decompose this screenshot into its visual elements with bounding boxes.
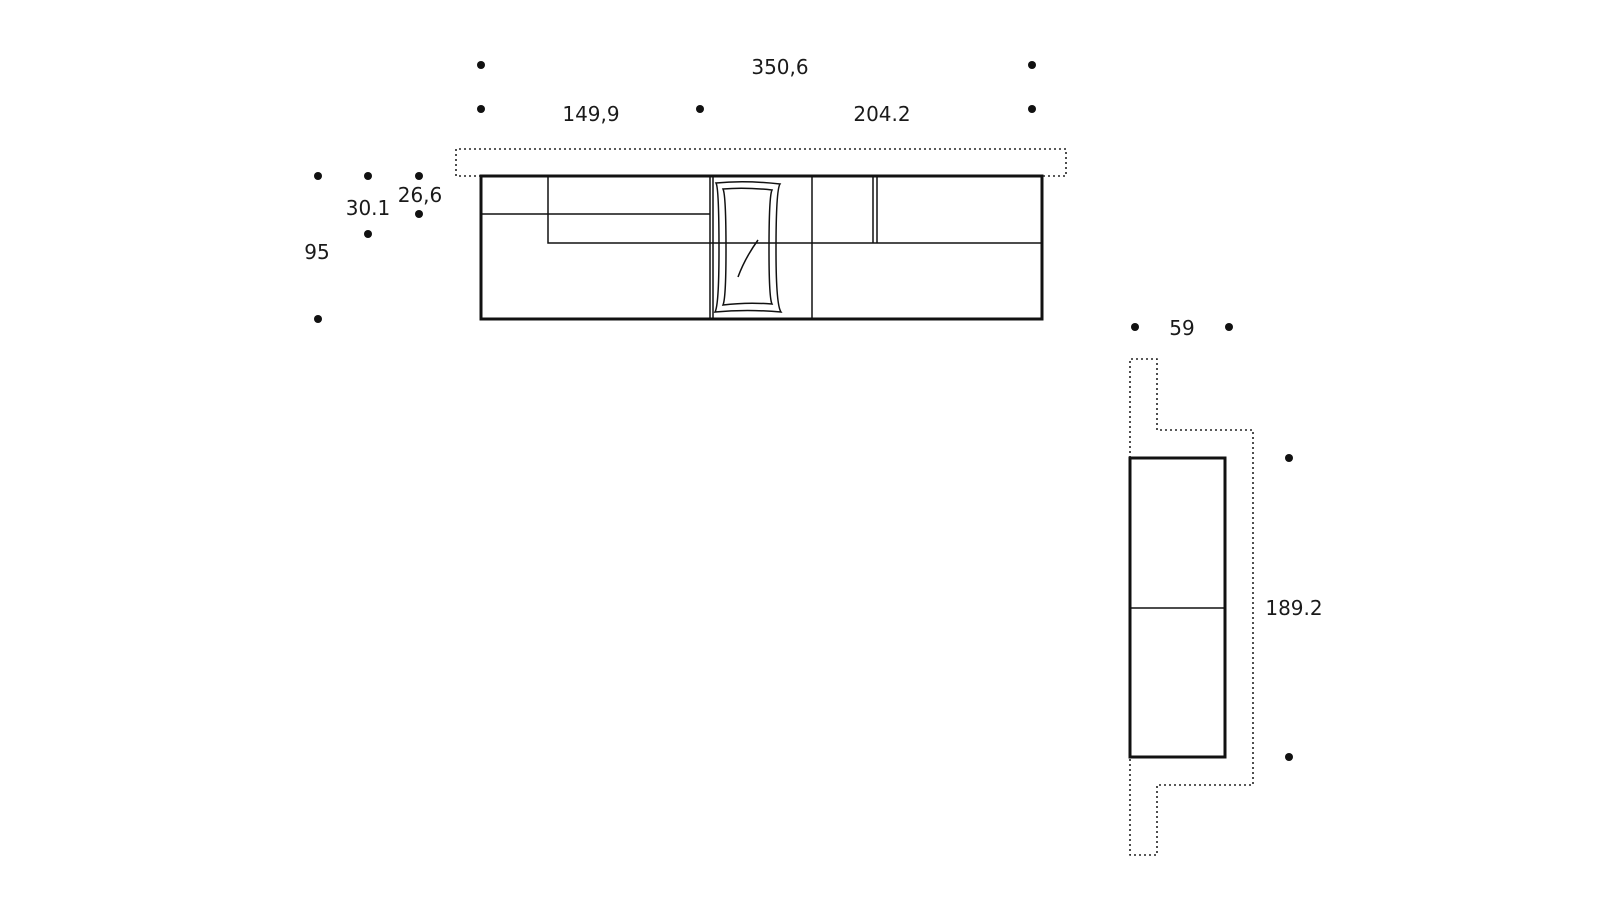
dimension-dot (1285, 753, 1293, 761)
dimension-dot (364, 230, 372, 238)
dimension-dot (1028, 105, 1036, 113)
dimension-dot (364, 172, 372, 180)
chaise-width-label: 59 (1169, 316, 1194, 340)
dimension-dot (415, 210, 423, 218)
dimension-dot (1131, 323, 1139, 331)
dimension-dot (1028, 61, 1036, 69)
left-section-width-label: 149,9 (562, 102, 619, 126)
dimension-dot (477, 61, 485, 69)
backrest-depth-label: 26,6 (398, 183, 443, 207)
right-section-width-label: 204.2 (853, 102, 910, 126)
dimension-dot (1285, 454, 1293, 462)
dimension-dot (415, 172, 423, 180)
main-sofa-top-view (455, 148, 1067, 321)
dimension-dot (314, 172, 322, 180)
overall-width-dimension: 350,6 (477, 55, 1036, 79)
depth-dimensions: 95 30.1 26,6 (304, 172, 442, 323)
dimension-dot (314, 315, 322, 323)
total-depth-label: 95 (304, 240, 329, 264)
main-sofa-outline (479, 174, 1044, 321)
cushion-inner (721, 187, 774, 306)
chaise-length-label: 189.2 (1265, 596, 1322, 620)
dimension-dot (696, 105, 704, 113)
dimension-dot (477, 105, 485, 113)
cushion-outer (713, 180, 783, 313)
dimension-dot (1225, 323, 1233, 331)
back-depth-label: 30.1 (346, 196, 391, 220)
main-sofa-dotted-outline (455, 148, 1067, 177)
chaise-dotted-outline (1129, 358, 1254, 856)
cushion-crease (737, 239, 759, 278)
overall-width-label: 350,6 (751, 55, 808, 79)
backrest-line (547, 176, 1042, 244)
section-widths-dimension: 149,9 204.2 (477, 102, 1036, 126)
chaise-module: 59 189.2 (1128, 316, 1323, 856)
